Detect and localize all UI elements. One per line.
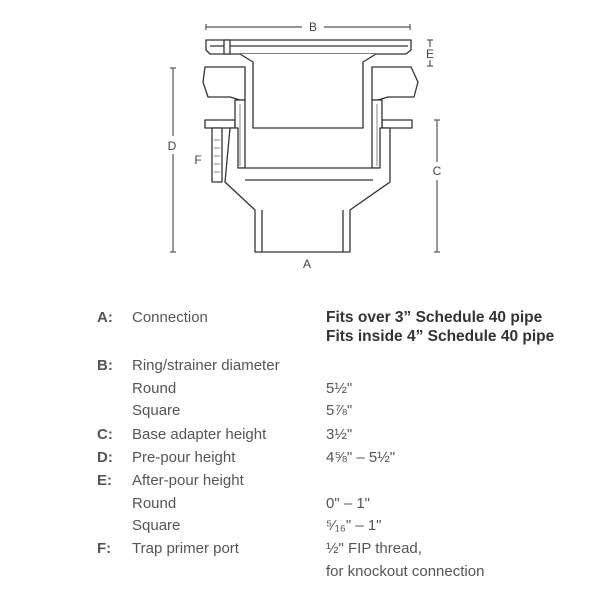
trap-primer-port xyxy=(211,127,223,183)
spec-value-d: 4⅝" – 5½" xyxy=(326,449,396,466)
spec-desc-b: Ring/strainer diameter xyxy=(132,357,280,374)
spec-value-f-1: ½" FIP thread, xyxy=(326,540,422,557)
spec-desc-f: Trap primer port xyxy=(132,540,239,557)
spec-e-square-label: Square xyxy=(132,517,181,534)
spec-desc-d: Pre-pour height xyxy=(132,449,236,466)
spec-b-square-label: Square xyxy=(132,402,181,419)
spec-value-a-1: Fits over 3” Schedule 40 pipe xyxy=(326,309,543,326)
spec-value-a-2: Fits inside 4” Schedule 40 pipe xyxy=(326,328,555,345)
label-b: B xyxy=(309,20,317,34)
label-e: E xyxy=(426,47,434,61)
label-d: D xyxy=(168,139,177,153)
spec-desc-a: Connection xyxy=(132,309,208,326)
spec-b-square-value: 5⅞" xyxy=(326,402,353,419)
drain-body xyxy=(202,39,419,253)
spec-key-f: F: xyxy=(97,540,112,557)
drain-cross-section-diagram: B A D C E F xyxy=(168,20,442,271)
spec-key-d: D: xyxy=(97,449,113,466)
spec-key-c: C: xyxy=(97,426,113,443)
spec-e-round-label: Round xyxy=(132,495,177,512)
spec-b-round-value: 5½" xyxy=(326,380,353,397)
spec-b-round-label: Round xyxy=(132,380,177,397)
spec-desc-e: After-pour height xyxy=(132,472,244,489)
spec-key-e: E: xyxy=(97,472,112,489)
spec-key-b: B: xyxy=(97,357,113,374)
spec-desc-c: Base adapter height xyxy=(132,426,267,443)
spec-key-a: A: xyxy=(97,309,113,326)
spec-e-round-value: 0" – 1" xyxy=(326,495,371,512)
label-f: F xyxy=(194,153,201,167)
spec-e-square-value: ⁵⁄₁₆" – 1" xyxy=(326,517,382,534)
spec-value-f-2: for knockout connection xyxy=(326,563,485,580)
label-c: C xyxy=(433,164,442,178)
label-a: A xyxy=(303,257,311,271)
spec-value-c: 3½" xyxy=(326,426,353,443)
